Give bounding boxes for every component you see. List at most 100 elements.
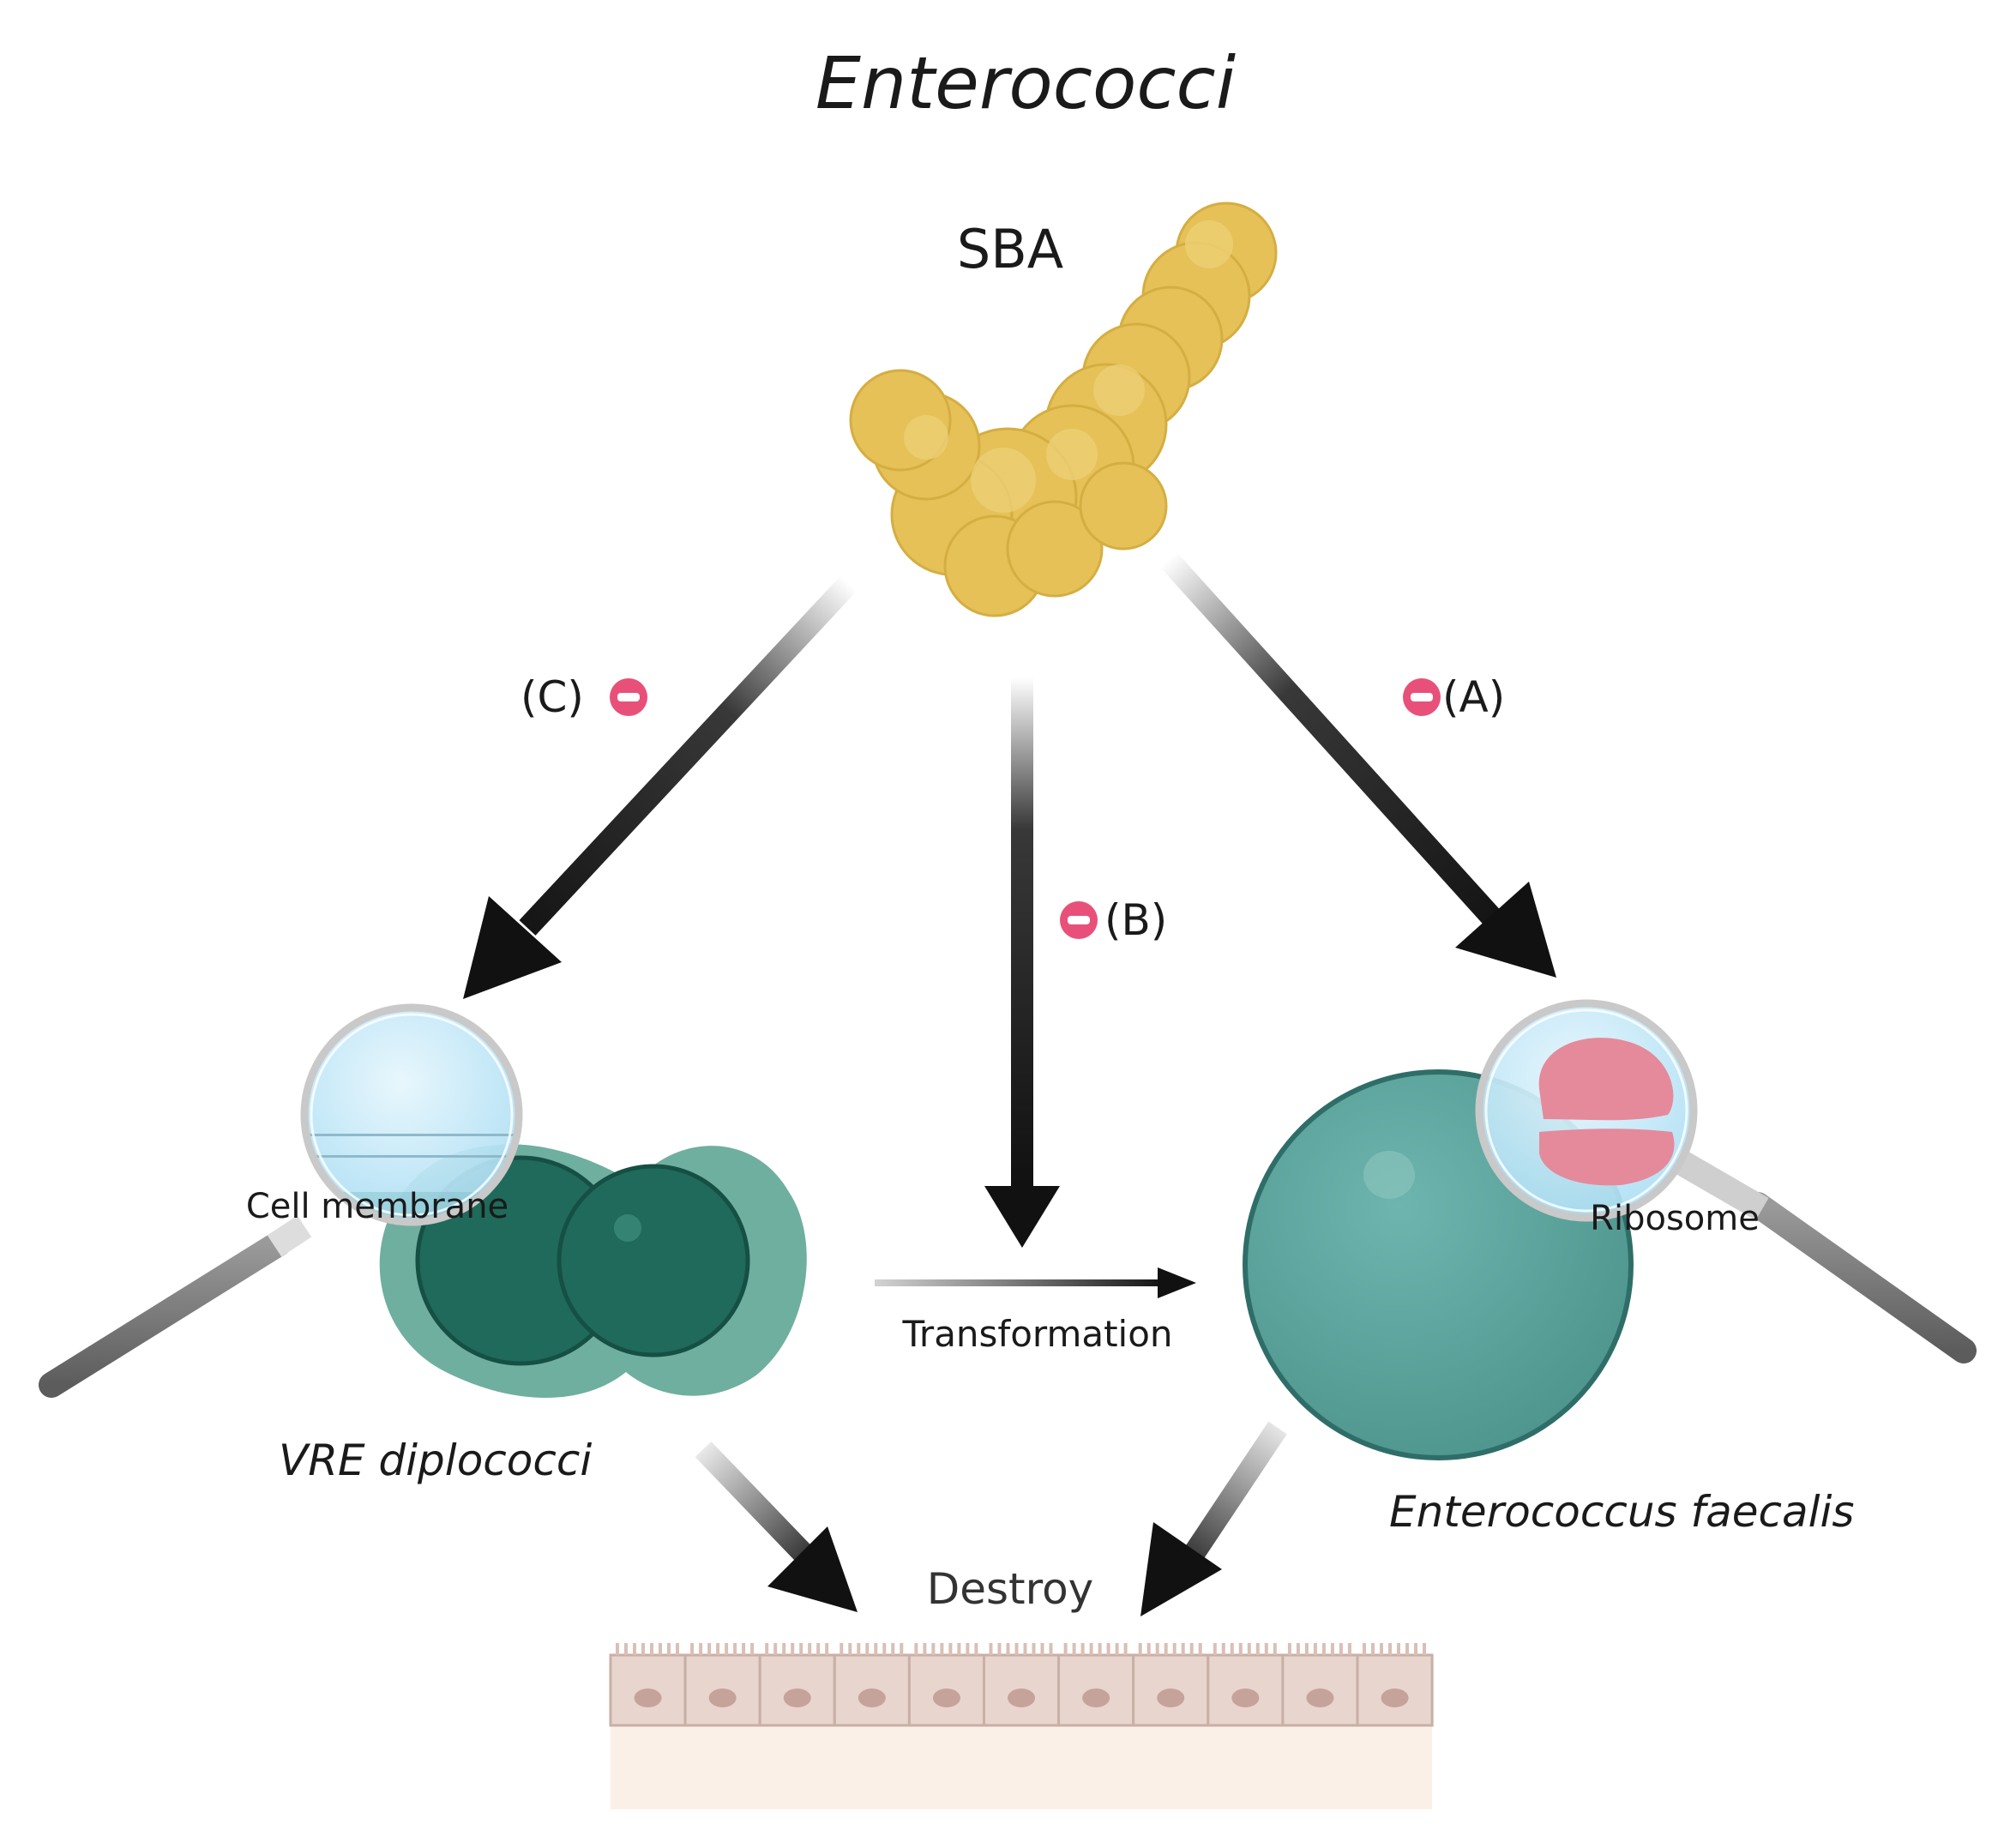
microvillus [1138, 1643, 1142, 1655]
microvillus [857, 1643, 861, 1655]
microvillus [1198, 1643, 1202, 1655]
microvillus [948, 1643, 953, 1655]
pathway-c-arrow [463, 575, 858, 999]
cell-nucleus [932, 1688, 960, 1707]
microvillus [667, 1643, 671, 1655]
microvillus [1321, 1643, 1326, 1655]
microvillus [1063, 1643, 1068, 1655]
microvillus [865, 1643, 870, 1655]
microvillus [882, 1643, 887, 1655]
microvillus [1221, 1643, 1225, 1655]
microvillus [1040, 1643, 1044, 1655]
microvillus [1164, 1643, 1168, 1655]
cell-nucleus [1082, 1688, 1110, 1707]
microvillus [1423, 1643, 1426, 1655]
microvillus [914, 1643, 918, 1655]
microvillus [1023, 1643, 1027, 1655]
pathway-a-label: (A) [1442, 672, 1505, 722]
microvillus [957, 1643, 961, 1655]
microvillus [1146, 1643, 1151, 1655]
microvillus [1080, 1643, 1085, 1655]
microvillus [782, 1643, 786, 1655]
cell-nucleus [634, 1688, 662, 1707]
microvillus [1089, 1643, 1093, 1655]
microvillus [1172, 1643, 1177, 1655]
cell-nucleus [1157, 1688, 1185, 1707]
microvillus [839, 1643, 844, 1655]
microvillus [1247, 1643, 1251, 1655]
microvillus [1380, 1643, 1383, 1655]
microvillus [773, 1643, 778, 1655]
microvillus [707, 1643, 712, 1655]
destroy-arrow-right [1140, 1421, 1287, 1616]
microvillus [1255, 1643, 1260, 1655]
microvillus [1032, 1643, 1036, 1655]
microvillus [1181, 1643, 1185, 1655]
microvillus [1405, 1643, 1409, 1655]
cell-nucleus [1231, 1688, 1260, 1707]
magnifier-right [1475, 999, 1977, 1363]
microvillus [891, 1643, 895, 1655]
diagram-title: Enterococci [815, 41, 1236, 125]
microvillus [699, 1643, 703, 1655]
ribosome-icon [1538, 1038, 1674, 1121]
microvillus [816, 1643, 821, 1655]
microvillus [616, 1643, 619, 1655]
pathway-b-arrow [984, 677, 1060, 1248]
microvillus [1313, 1643, 1317, 1655]
microvillus [974, 1643, 978, 1655]
microvillus [765, 1643, 769, 1655]
transformation-label: Transformation [901, 1313, 1172, 1355]
microvillus [799, 1643, 803, 1655]
microvillus [1213, 1643, 1217, 1655]
microvillus [659, 1643, 662, 1655]
microvillus [1189, 1643, 1194, 1655]
microvillus [1006, 1643, 1010, 1655]
microvillus [624, 1643, 628, 1655]
microvillus [1155, 1643, 1159, 1655]
pathway-a-arrow [1159, 551, 1556, 978]
microvillus [641, 1643, 645, 1655]
microvillus [1098, 1643, 1102, 1655]
microvillus [1397, 1643, 1400, 1655]
microvillus [1014, 1643, 1019, 1655]
epithelial-cell [1207, 1653, 1285, 1727]
microvillus [1072, 1643, 1076, 1655]
microvillus [940, 1643, 944, 1655]
microvillus [1414, 1643, 1417, 1655]
microvillus [1363, 1643, 1366, 1655]
microvillus [733, 1643, 737, 1655]
microvillus [1264, 1643, 1268, 1655]
pathway-b-label: (B) [1104, 895, 1167, 945]
microvillus [1123, 1643, 1128, 1655]
microvillus [725, 1643, 729, 1655]
microvillus [1304, 1643, 1309, 1655]
microvillus [923, 1643, 927, 1655]
microvillus [874, 1643, 878, 1655]
microvillus [1106, 1643, 1110, 1655]
cell-nucleus [1306, 1688, 1334, 1707]
cell-nucleus [1381, 1688, 1409, 1707]
vre-caption: VRE diplococci [279, 1436, 592, 1485]
microvillus [808, 1643, 812, 1655]
microvillus [1330, 1643, 1334, 1655]
pathway-c-label: (C) [521, 672, 584, 722]
microvillus [1238, 1643, 1243, 1655]
microvillus [1371, 1643, 1375, 1655]
inhibit-icon [1403, 678, 1441, 716]
microvillus [791, 1643, 795, 1655]
microvillus [848, 1643, 852, 1655]
cell-nucleus [783, 1688, 811, 1707]
microvillus [1230, 1643, 1234, 1655]
ribosome-label: Ribosome [1590, 1199, 1760, 1238]
microvillus [742, 1643, 746, 1655]
microvillus [1339, 1643, 1343, 1655]
cell-nucleus [708, 1688, 737, 1707]
vre-diplococci [379, 1144, 807, 1398]
microvillus [716, 1643, 720, 1655]
cell-membrane-label: Cell membrane [246, 1187, 509, 1226]
microvillus [676, 1643, 679, 1655]
microvillus [1049, 1643, 1053, 1655]
microvillus [931, 1643, 936, 1655]
